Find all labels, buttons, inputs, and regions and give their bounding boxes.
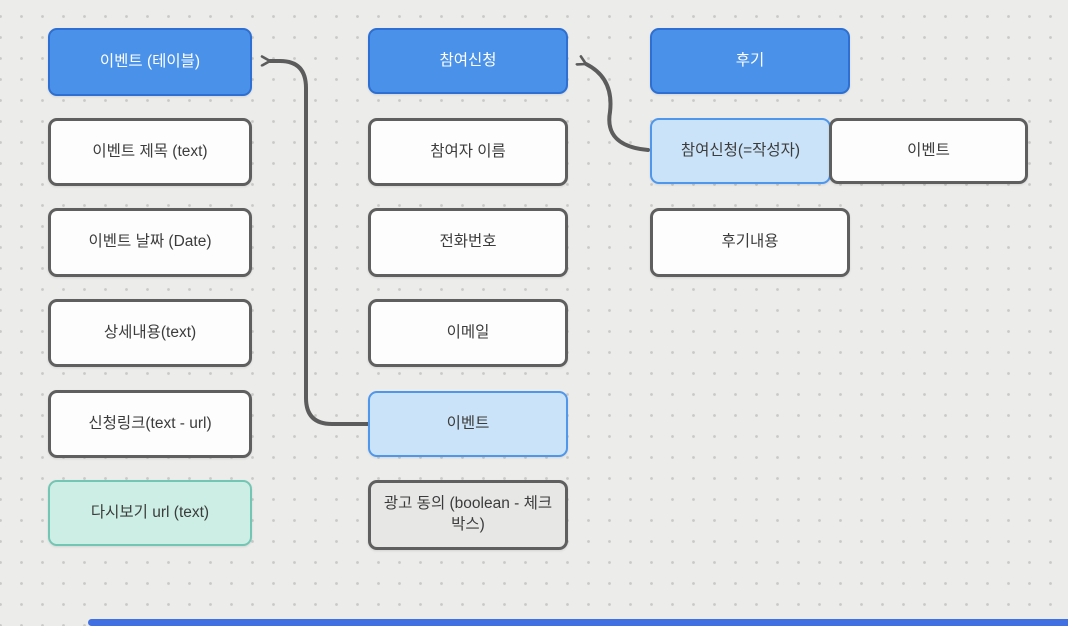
node-application-event-ref[interactable]: 이벤트 [368,391,568,457]
node-application-name[interactable]: 참여자 이름 [368,118,568,186]
node-review-application-ref[interactable]: 참여신청(=작성자) [650,118,831,184]
node-review-header[interactable]: 후기 [650,28,850,94]
node-event-replay-url[interactable]: 다시보기 url (text) [48,480,252,546]
node-event-title[interactable]: 이벤트 제목 (text) [48,118,252,186]
node-review-content[interactable]: 후기내용 [650,208,850,277]
node-application-header[interactable]: 참여신청 [368,28,568,94]
node-event-table-header[interactable]: 이벤트 (테이블) [48,28,252,96]
node-application-email[interactable]: 이메일 [368,299,568,367]
node-event-date[interactable]: 이벤트 날짜 (Date) [48,208,252,277]
arrow-application-event-to-event-table [270,61,370,426]
video-progress-bar[interactable] [88,619,1068,626]
node-application-ad-consent[interactable]: 광고 동의 (boolean - 체크박스) [368,480,568,550]
node-review-event-ref[interactable]: 이벤트 [829,118,1028,184]
arrow-review-application-to-application [586,64,650,152]
node-application-phone[interactable]: 전화번호 [368,208,568,277]
node-event-detail[interactable]: 상세내용(text) [48,299,252,367]
node-event-apply-link[interactable]: 신청링크(text - url) [48,390,252,458]
